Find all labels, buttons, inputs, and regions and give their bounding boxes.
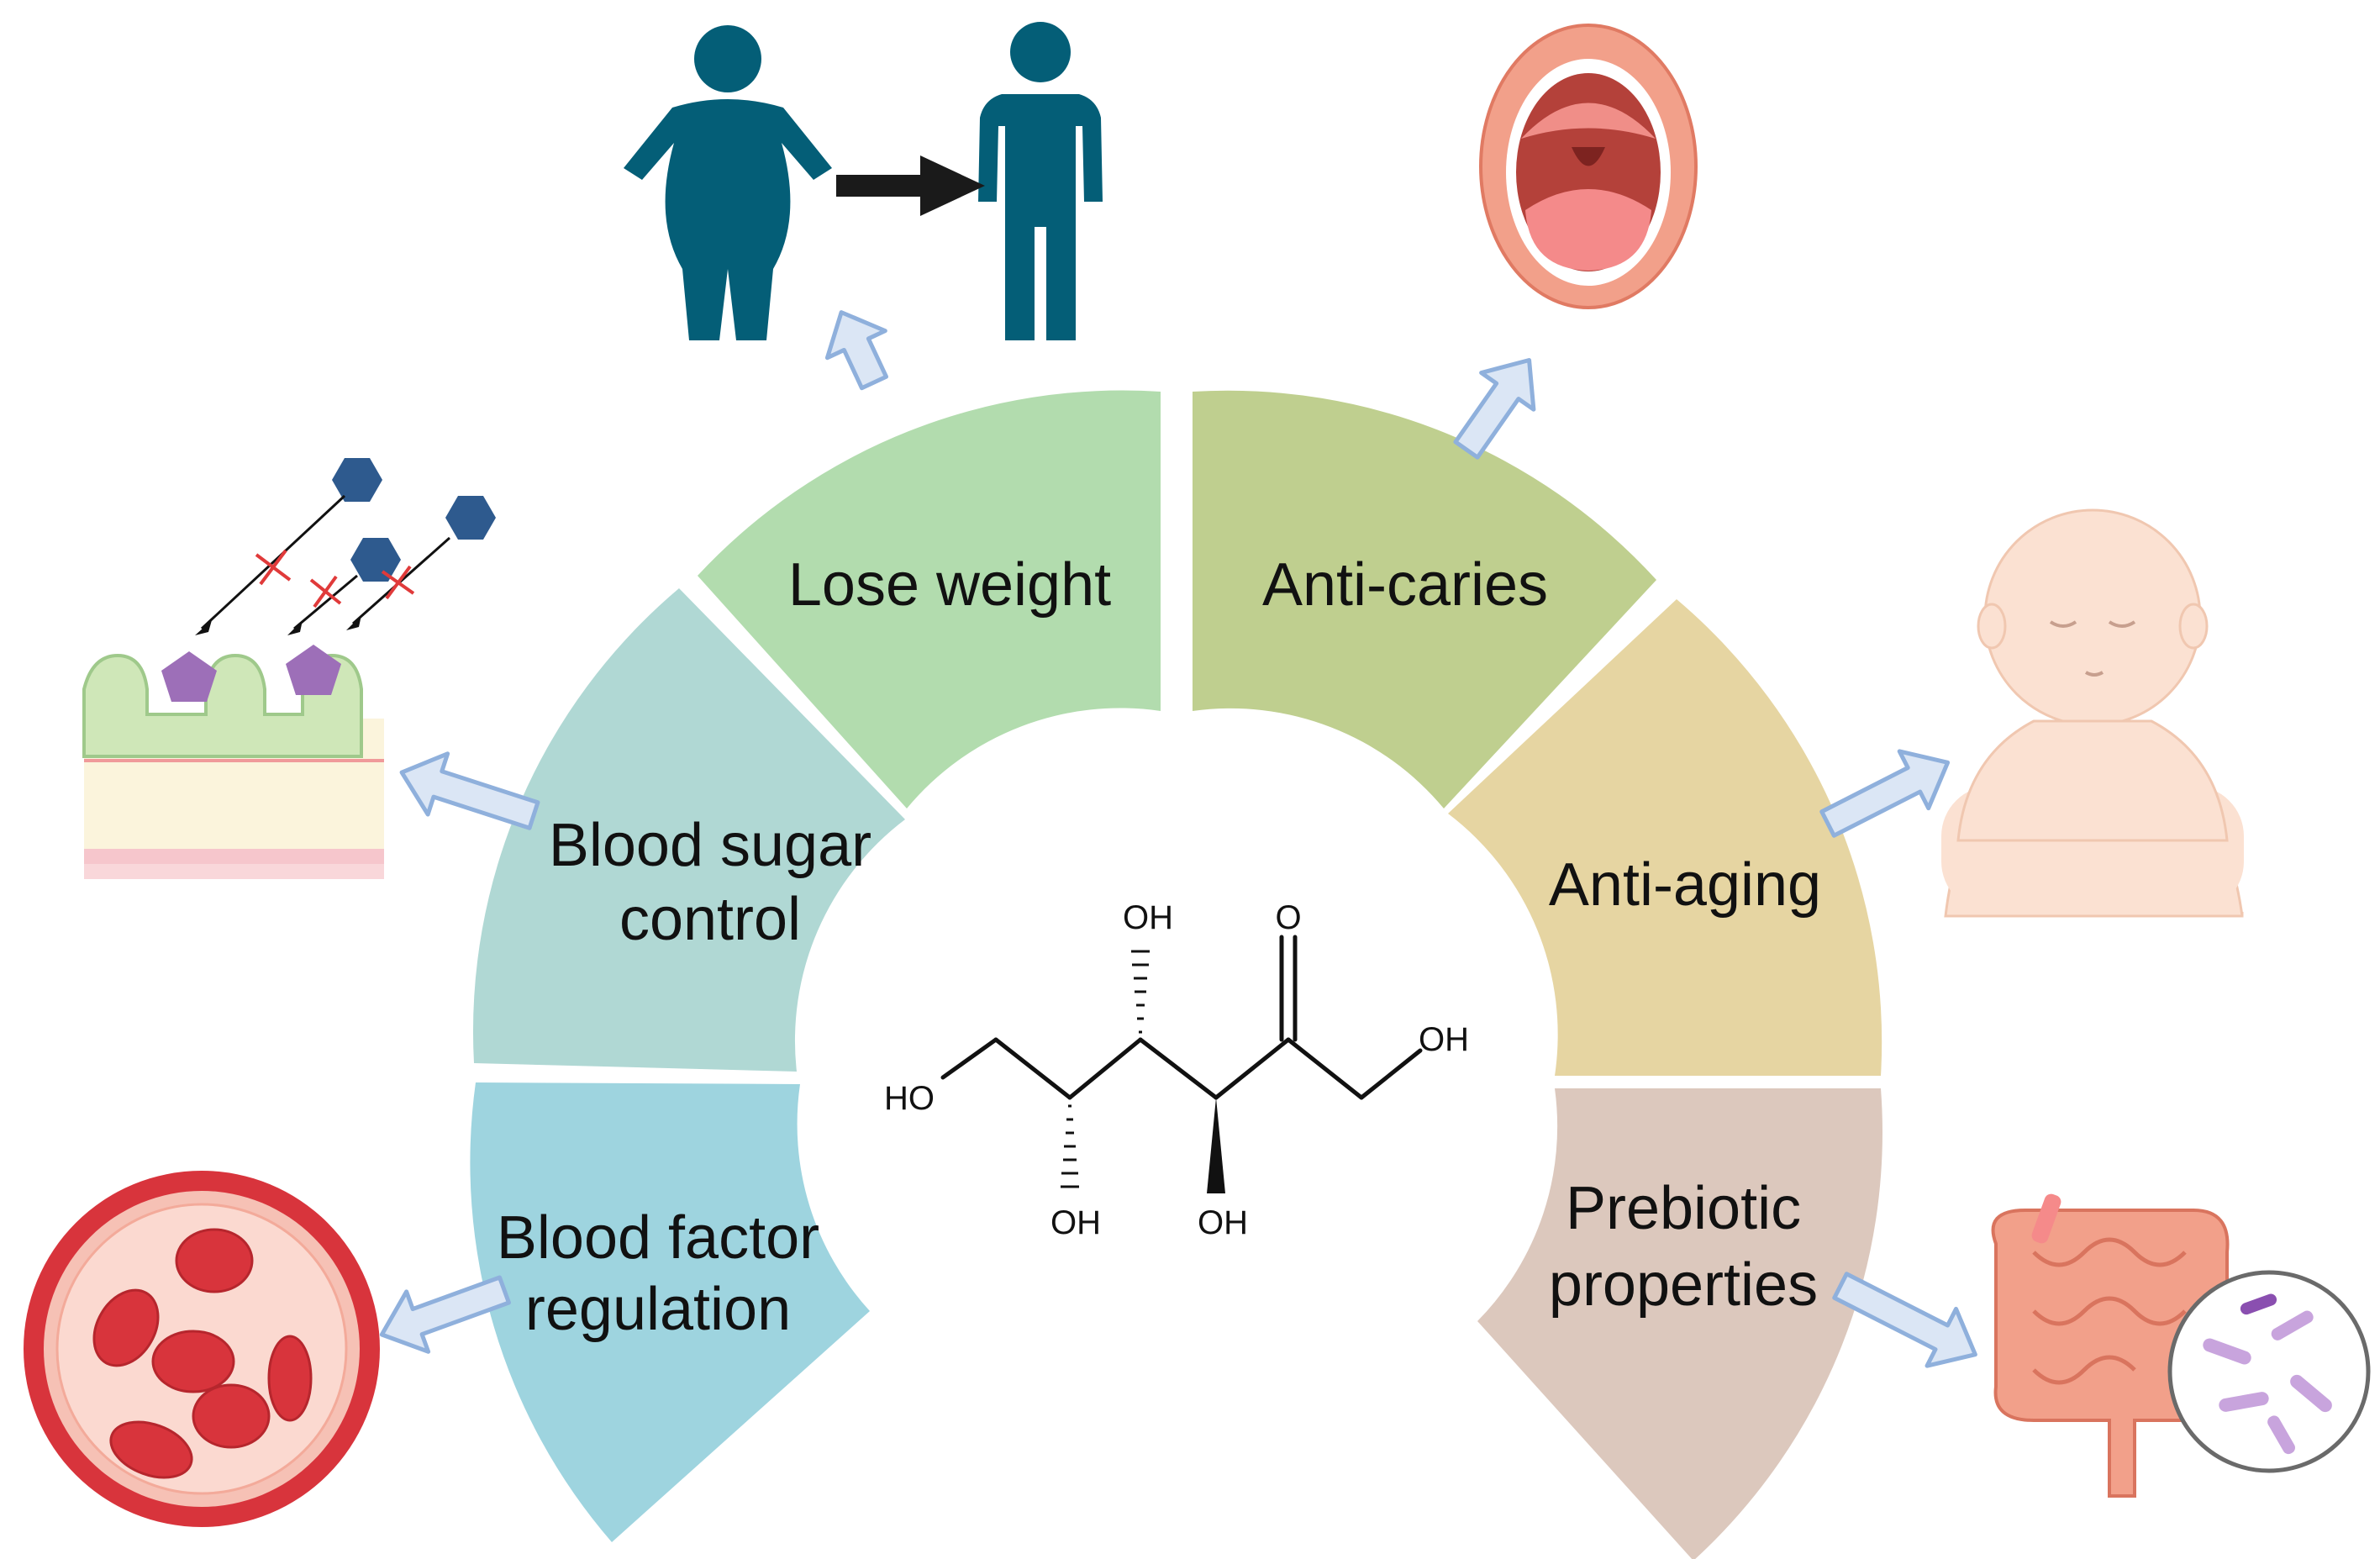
label-oh-bottom-left: OH: [1050, 1204, 1101, 1241]
label-blood-factor-line2: regulation: [525, 1276, 791, 1343]
segment-labels: Lose weight Anti-caries Anti-aging Prebi…: [497, 551, 1821, 1343]
intestinal-glucose-icon: [82, 458, 496, 879]
label-blood-factor-line1: Blood factor: [497, 1204, 819, 1272]
arrow-anti-aging: [1819, 749, 1951, 838]
segment-anti-aging: [1448, 599, 1882, 1076]
segment-anti-caries: [1193, 390, 1656, 808]
arrow-anti-caries: [1453, 358, 1536, 460]
label-anti-caries: Anti-caries: [1262, 551, 1548, 619]
segment-lose-weight: [698, 390, 1161, 808]
label-oh-bottom-right: OH: [1198, 1204, 1248, 1241]
label-oh-right: OH: [1419, 1021, 1469, 1058]
weight-loss-icon: [624, 22, 1103, 340]
label-ho-left: HO: [884, 1080, 935, 1117]
label-blood-sugar-line1: Blood sugar: [549, 812, 871, 879]
segment-blood-factor-regulation: [470, 1082, 870, 1542]
mouth-icon: [1479, 24, 1698, 309]
arrow-prebiotic: [1832, 1272, 1977, 1368]
segment-blood-sugar-control: [472, 588, 905, 1072]
intestine-bacteria-icon: [1991, 1193, 2371, 1498]
hashed-wedge-bottom: [1061, 1104, 1079, 1188]
label-blood-sugar-line2: control: [619, 886, 801, 953]
weight-loss-arrow: [836, 155, 985, 216]
label-oh-top: OH: [1123, 899, 1173, 936]
arrow-lose-weight: [824, 310, 889, 391]
outward-arrows: [379, 310, 1977, 1368]
hashed-wedge-top: [1131, 950, 1150, 1034]
label-prebiotic-line2: properties: [1549, 1251, 1818, 1319]
baby-icon: [1941, 508, 2244, 918]
label-anti-aging: Anti-aging: [1549, 851, 1821, 919]
label-o-top: O: [1275, 899, 1301, 936]
solid-wedge: [1207, 1098, 1225, 1193]
ring: [470, 390, 1882, 1559]
blood-vessel-icon: [24, 1171, 380, 1527]
arrow-blood-sugar: [399, 751, 540, 830]
arrow-blood-factor: [379, 1275, 511, 1354]
molecule-structure: OH O OH HO OH OH: [884, 899, 1469, 1241]
label-prebiotic-line1: Prebiotic: [1566, 1175, 1801, 1242]
segment-prebiotic-properties: [1477, 1088, 1882, 1559]
label-lose-weight: Lose weight: [788, 551, 1111, 619]
